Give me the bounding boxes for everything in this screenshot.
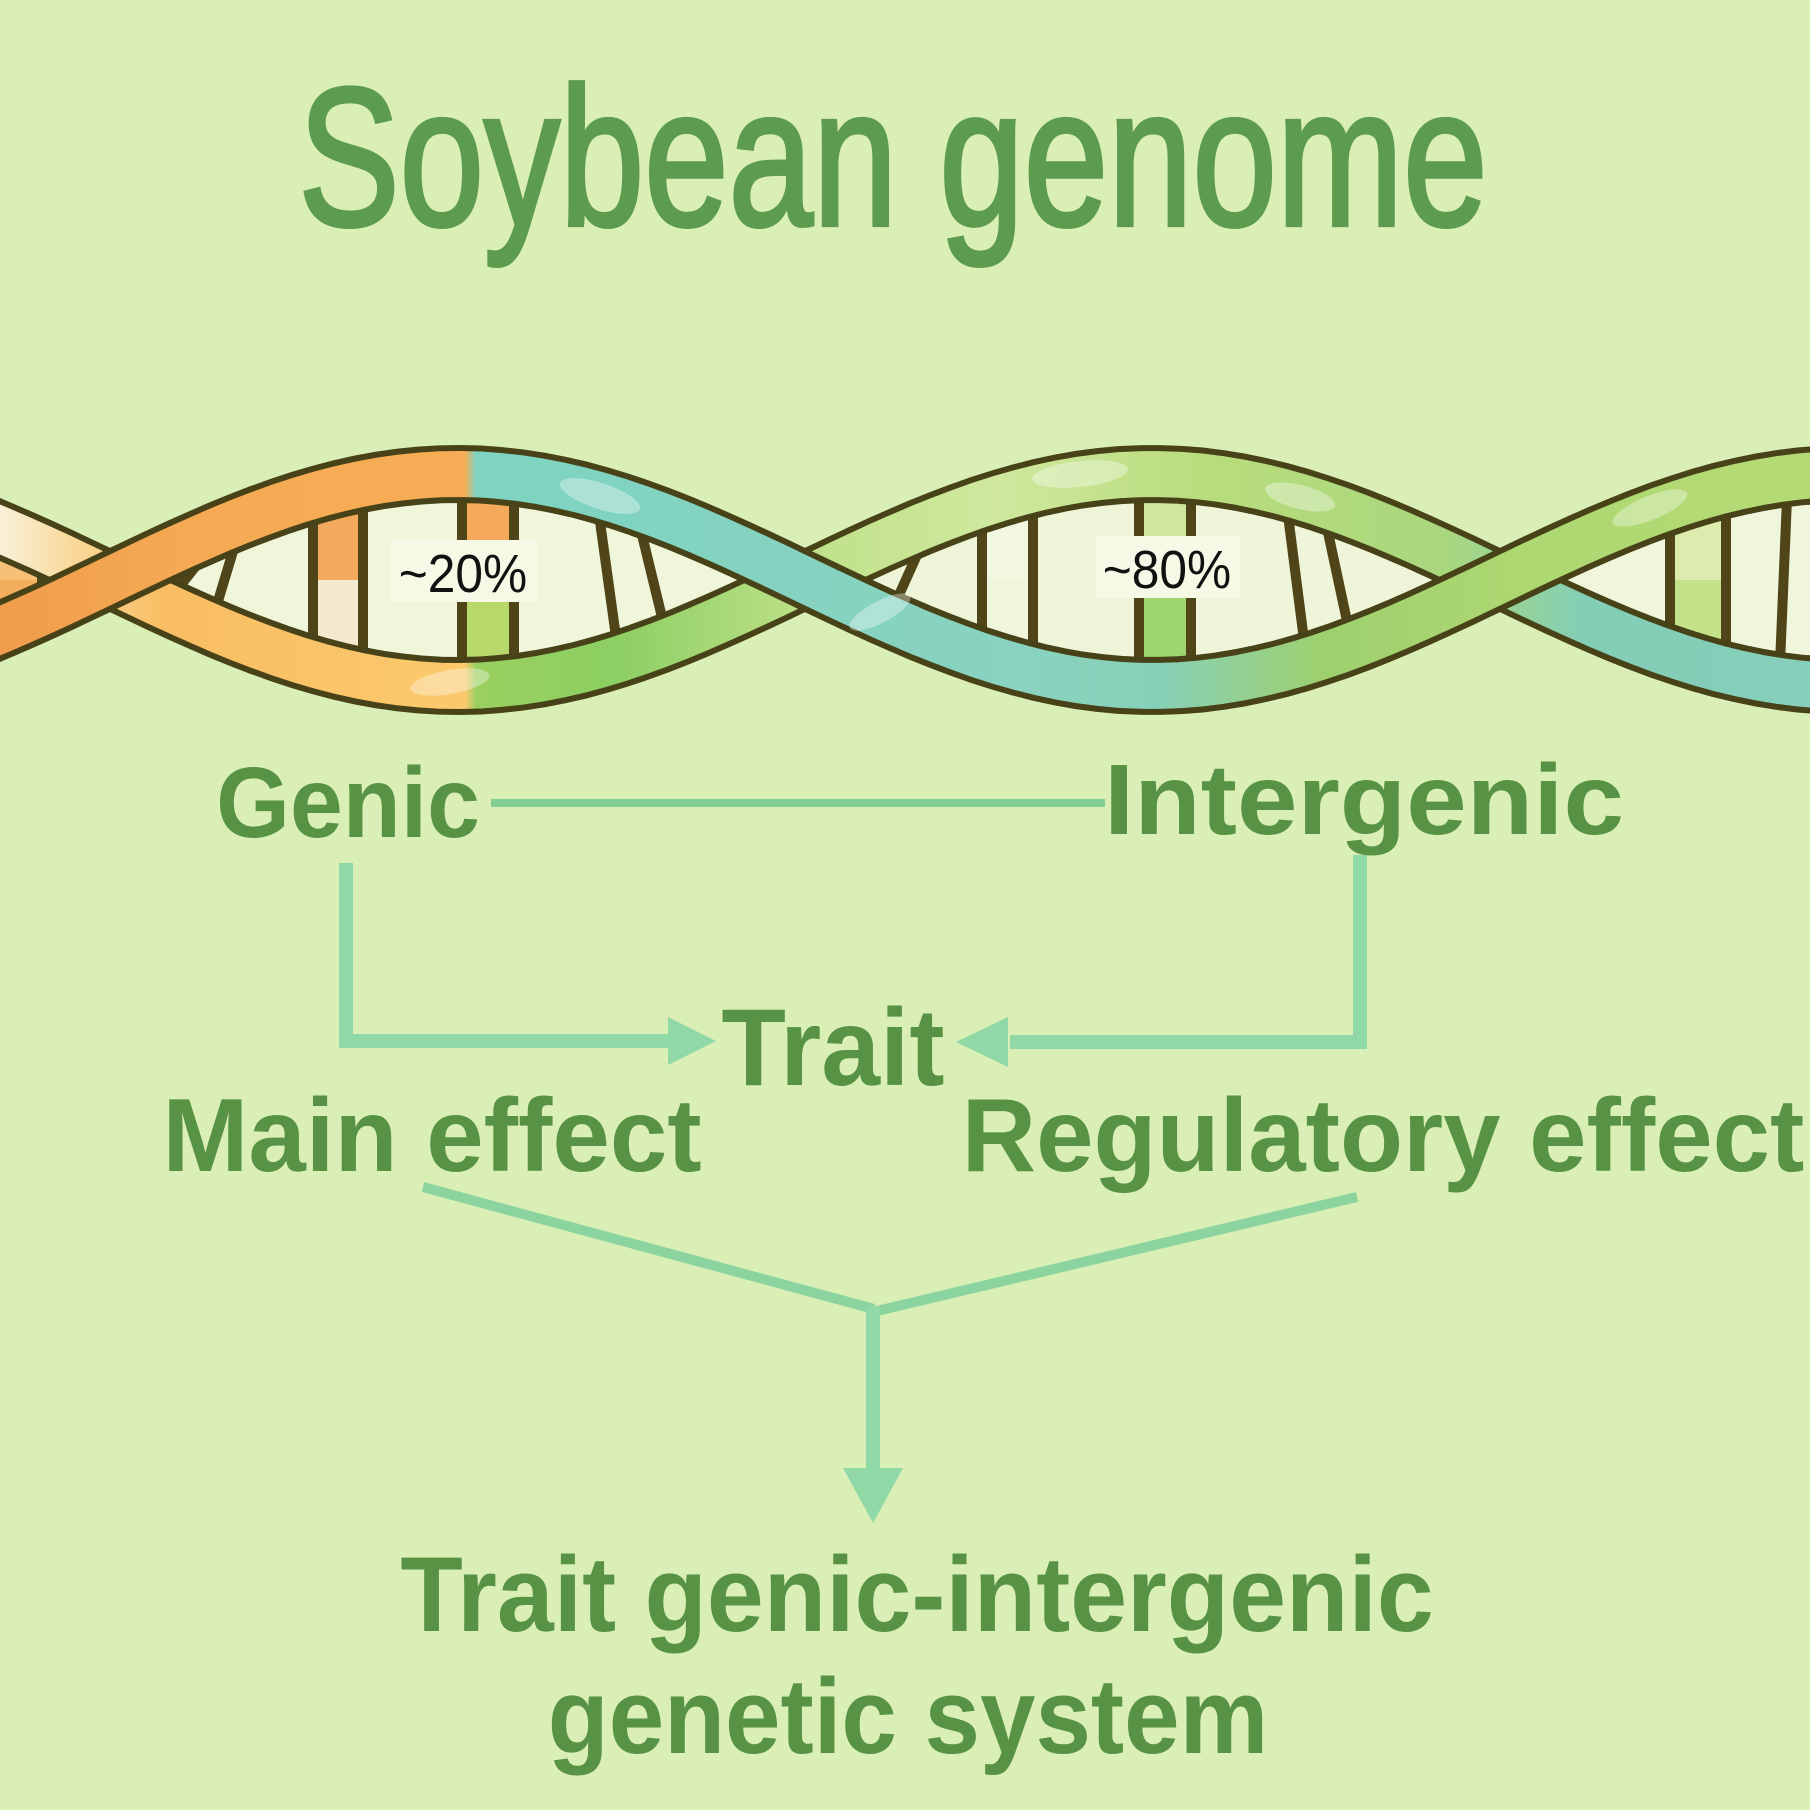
- svg-text:Trait: Trait: [721, 985, 944, 1108]
- svg-text:Genic: Genic: [216, 747, 480, 859]
- svg-text:Trait genic-intergenic: Trait genic-intergenic: [400, 1535, 1433, 1655]
- svg-text:Soybean genome: Soybean genome: [298, 48, 1487, 268]
- svg-text:~80%: ~80%: [1103, 539, 1231, 599]
- svg-text:genetic system: genetic system: [548, 1656, 1268, 1776]
- svg-text:~20%: ~20%: [399, 543, 527, 603]
- svg-text:Regulatory effect: Regulatory effect: [962, 1077, 1805, 1193]
- svg-text:Intergenic: Intergenic: [1104, 744, 1624, 856]
- svg-text:Main effect: Main effect: [162, 1077, 701, 1193]
